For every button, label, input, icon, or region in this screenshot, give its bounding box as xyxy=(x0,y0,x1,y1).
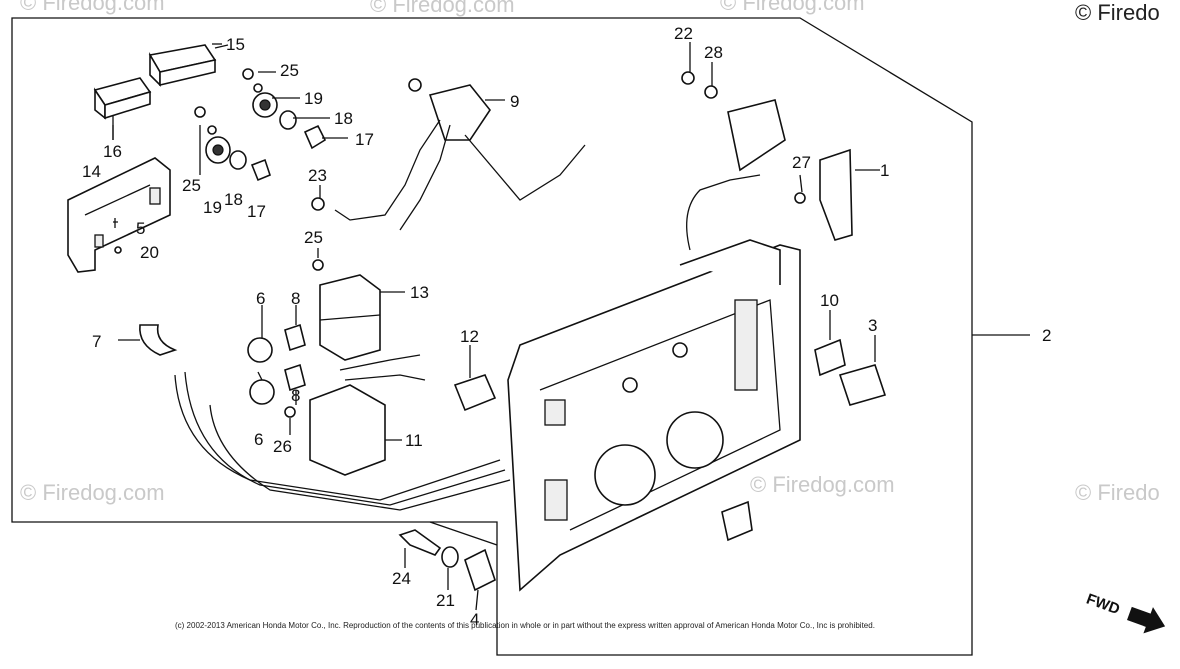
callout-25-left: 25 xyxy=(182,176,201,195)
cap-12 xyxy=(453,374,497,412)
watermark-top-right: © Firedog.com xyxy=(720,0,865,15)
holder-19-upper xyxy=(252,83,278,118)
callout-22: 22 xyxy=(674,24,693,43)
callout-1: 1 xyxy=(880,161,889,180)
callout-6-upper: 6 xyxy=(256,289,265,308)
clip-5 xyxy=(113,218,118,228)
callout-24: 24 xyxy=(392,569,411,588)
callout-27: 27 xyxy=(792,153,811,172)
collar-4 xyxy=(464,548,496,592)
callout-25-mid: 25 xyxy=(304,228,323,247)
harness-wire-b xyxy=(184,371,506,506)
watermark-bottom-left: © Firedog.com xyxy=(20,480,165,505)
callout-8-upper: 8 xyxy=(291,289,300,308)
callout-4: 4 xyxy=(470,610,479,629)
callout-14: 14 xyxy=(82,162,101,181)
assembly-outline xyxy=(11,17,973,656)
bulb-17-lower xyxy=(250,158,271,182)
callout-26: 26 xyxy=(273,437,292,456)
switch-10 xyxy=(814,338,846,377)
holder-19-lower xyxy=(205,125,231,164)
callout-15: 15 xyxy=(226,35,245,54)
callout-12: 12 xyxy=(460,327,479,346)
receptacle-13 xyxy=(319,274,381,361)
callout-7: 7 xyxy=(92,332,101,351)
bulb-8-upper xyxy=(284,323,306,352)
callout-6-lower: 6 xyxy=(254,430,263,449)
washer-28 xyxy=(704,85,718,99)
callout-9: 9 xyxy=(510,92,519,111)
sensor-9 xyxy=(334,78,586,231)
callout-20: 20 xyxy=(140,243,159,262)
watermark-bottom-right: © Firedo xyxy=(1075,480,1160,505)
bulb-8-lower xyxy=(284,363,306,392)
callout-17-upper: 17 xyxy=(355,130,374,149)
fwd-arrow-icon xyxy=(1127,606,1166,634)
leader-group xyxy=(429,521,498,546)
callout-10: 10 xyxy=(820,291,839,310)
cover-3 xyxy=(838,364,887,406)
callout-18-lower: 18 xyxy=(224,190,243,209)
screw-25-b xyxy=(242,68,254,80)
copyright-notice: (c) 2002-2013 American Honda Motor Co., … xyxy=(175,621,875,630)
screw-23 xyxy=(311,197,325,211)
callout-19-lower: 19 xyxy=(203,198,222,217)
bracket-14 xyxy=(67,157,171,273)
screw-27 xyxy=(794,192,806,204)
callout-3: 3 xyxy=(868,316,877,335)
callout-11: 11 xyxy=(405,431,423,450)
switch-15 xyxy=(148,44,229,87)
callout-19-upper: 19 xyxy=(304,89,323,108)
callout-17-lower: 17 xyxy=(247,202,266,221)
switch-16 xyxy=(93,77,152,140)
ring-18-lower xyxy=(229,150,247,170)
callout-leaders xyxy=(112,42,880,611)
grommet-6-lower xyxy=(249,379,275,405)
watermark-bottom-center: © Firedog.com xyxy=(750,472,895,497)
callout-23: 23 xyxy=(308,166,327,185)
harness-wire-c xyxy=(209,404,511,511)
callout-2: 2 xyxy=(1042,326,1051,345)
callout-25-top: 25 xyxy=(280,61,299,80)
ring-18-upper xyxy=(279,110,297,130)
callout-28: 28 xyxy=(704,43,723,62)
washer-20 xyxy=(114,246,122,254)
cap-right xyxy=(721,500,753,542)
screw-25-c xyxy=(312,259,324,271)
callout-18-upper: 18 xyxy=(334,109,353,128)
watermark-top-left: © Firedog.com xyxy=(20,0,165,15)
bolt-24 xyxy=(398,529,442,556)
bulb-17-upper xyxy=(303,124,327,150)
fwd-arrow: FWD xyxy=(1084,591,1166,634)
transformer-11 xyxy=(309,354,426,476)
callout-21: 21 xyxy=(436,591,455,610)
clip-7 xyxy=(139,324,178,356)
callout-16: 16 xyxy=(103,142,122,161)
callout-13: 13 xyxy=(410,283,429,302)
screw-22 xyxy=(681,71,695,85)
callout-8-lower: 8 xyxy=(291,386,300,405)
relay-unit xyxy=(727,99,786,172)
bracket-1 xyxy=(819,148,853,241)
callout-5: 5 xyxy=(136,219,145,238)
washer-21 xyxy=(441,546,459,568)
screw-26 xyxy=(284,406,296,418)
fwd-label: FWD xyxy=(1084,591,1122,619)
screw-25-a xyxy=(194,106,206,118)
watermark-top-center: © Firedog.com xyxy=(370,0,515,17)
watermark-corner: © Firedo xyxy=(1075,0,1160,25)
control-panel xyxy=(507,174,801,592)
grommet-6-upper xyxy=(247,337,273,363)
